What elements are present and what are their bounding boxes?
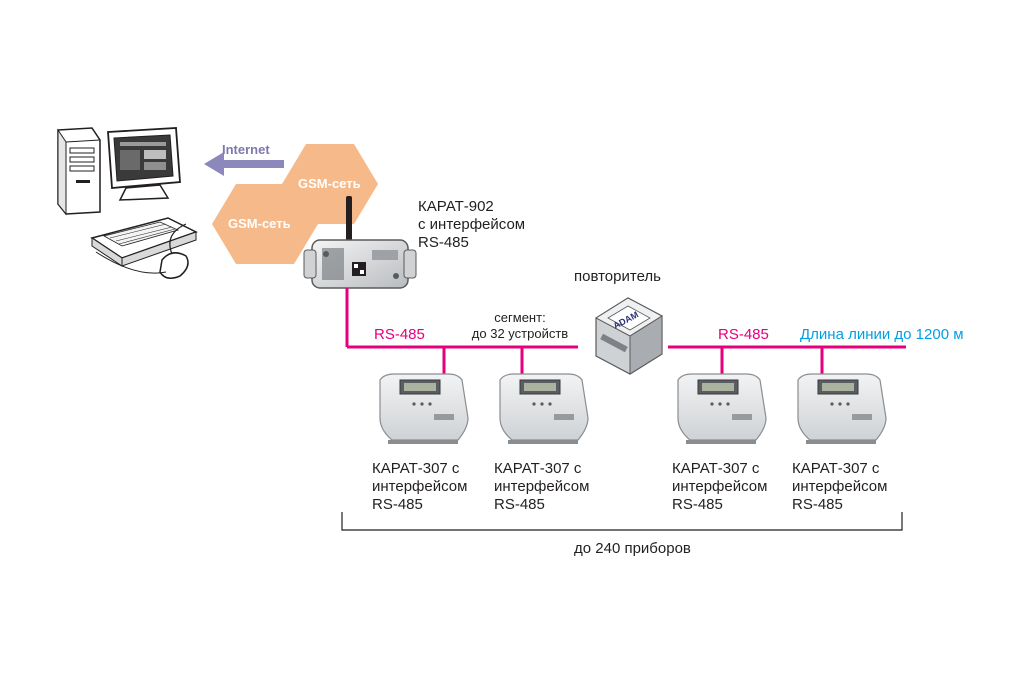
meter-4-label-line2: интерфейсом bbox=[792, 478, 888, 495]
total-devices-label: до 240 приборов bbox=[574, 540, 691, 557]
meter-1-label-line1: КАРАТ-307 с bbox=[372, 460, 460, 477]
meter-3-label-line1: КАРАТ-307 с bbox=[672, 460, 760, 477]
segment-label-line2: до 32 устройств bbox=[471, 326, 569, 341]
meter-device-icon-2 bbox=[499, 373, 589, 444]
line-length-label: Длина линии до 1200 м bbox=[800, 326, 964, 343]
controller-label-line2: с интерфейсом bbox=[418, 216, 526, 233]
rs485-bus-left bbox=[345, 288, 578, 378]
meter-1-label-line2: интерфейсом bbox=[372, 478, 468, 495]
gsm-label-front: GSM-сеть bbox=[298, 176, 361, 191]
meter-4-label-line3: RS-485 bbox=[792, 496, 843, 513]
meter-4-label-line1: КАРАТ-307 с bbox=[792, 460, 880, 477]
meter-device-icon-4 bbox=[797, 373, 887, 444]
controller-device-icon bbox=[303, 196, 417, 289]
meter-3-label-line2: интерфейсом bbox=[672, 478, 768, 495]
repeater-device-icon: ADAM bbox=[594, 297, 664, 375]
controller-label-line1: КАРАТ-902 bbox=[418, 198, 494, 215]
bus-left-label: RS-485 bbox=[374, 326, 425, 343]
meter-2-label-line2: интерфейсом bbox=[494, 478, 590, 495]
repeater-label: повторитель bbox=[574, 268, 661, 285]
meter-2-label-line3: RS-485 bbox=[494, 496, 545, 513]
meter-device-icon-1 bbox=[379, 373, 469, 444]
bus-right-label: RS-485 bbox=[718, 326, 769, 343]
internet-arrow bbox=[204, 152, 284, 176]
gsm-label-back: GSM-сеть bbox=[228, 216, 291, 231]
meter-3-label-line3: RS-485 bbox=[672, 496, 723, 513]
gsm-hexagon-front bbox=[282, 144, 378, 224]
device-group-bracket bbox=[341, 512, 903, 531]
internet-label: Internet bbox=[222, 142, 270, 157]
meter-1-label-line3: RS-485 bbox=[372, 496, 423, 513]
rs485-bus-right bbox=[668, 345, 906, 378]
segment-label-line1: сегмент: bbox=[494, 310, 546, 325]
controller-label-line3: RS-485 bbox=[418, 234, 469, 251]
gsm-hexagon-back bbox=[212, 184, 318, 264]
computer-icon bbox=[57, 127, 198, 279]
meter-device-icon-3 bbox=[677, 373, 767, 444]
meter-2-label-line1: КАРАТ-307 с bbox=[494, 460, 582, 477]
